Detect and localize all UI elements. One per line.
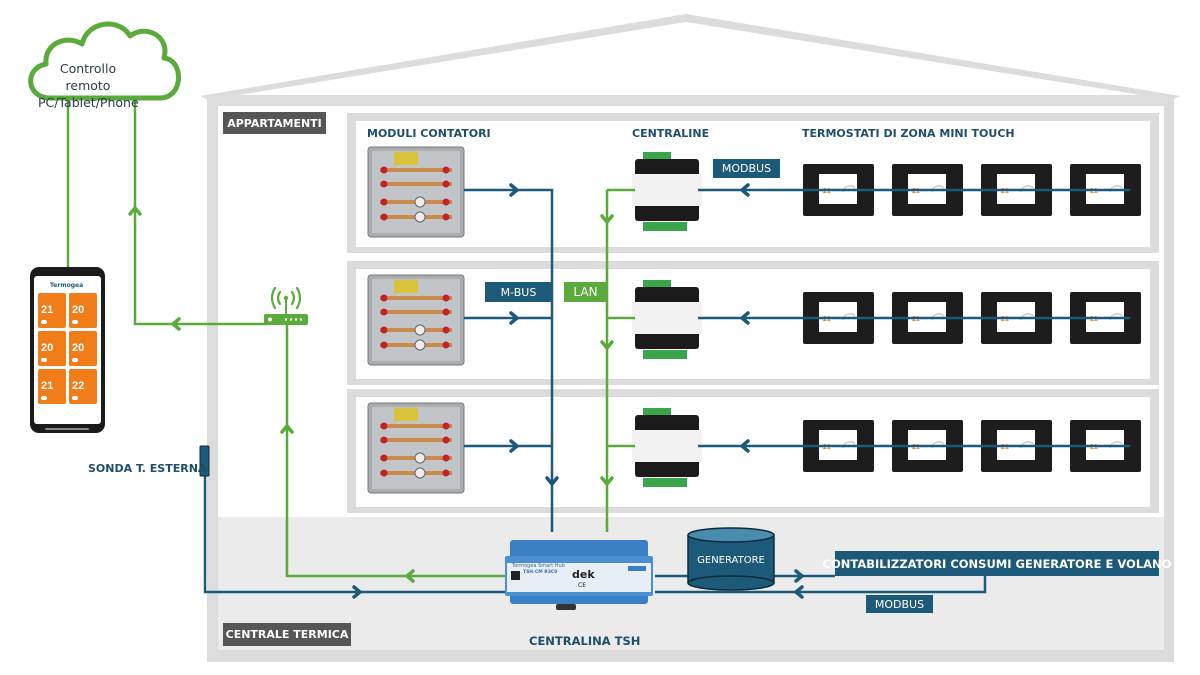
- phone-zone-tile[interactable]: 20: [69, 331, 97, 366]
- arrow-right-icon: [509, 311, 520, 325]
- arrow-down-icon: [600, 340, 614, 351]
- title-centraline: CENTRALINE: [632, 127, 710, 140]
- modbus-tag-top: MODBUS: [713, 159, 780, 178]
- thermostat-temp: 21: [1090, 316, 1098, 323]
- thermostat-temp: 21: [912, 316, 920, 323]
- phone-tile-temp: 21: [41, 304, 53, 316]
- generator-tank: [687, 527, 775, 591]
- thermostat-temp: 21: [823, 316, 831, 323]
- outdoor-sensor-icon: [199, 445, 210, 477]
- lan-tag: LAN: [564, 282, 607, 302]
- arrow-right-icon: [509, 439, 520, 453]
- thermostat-temp: 21: [1001, 316, 1009, 323]
- modbus-return-line: [655, 576, 987, 594]
- meter-module[interactable]: [367, 274, 465, 366]
- apartment-floor: 21 21 21 21: [347, 389, 1159, 513]
- brand-badge: [628, 566, 646, 571]
- arrow-left-icon: [739, 183, 750, 197]
- thermostat-temp: 21: [823, 188, 831, 195]
- phone-zone-tile[interactable]: 22: [69, 369, 97, 404]
- thermostat-temp: 21: [912, 188, 920, 195]
- hub-brand-text: Termogea Smart Hub: [512, 563, 565, 569]
- thermostat-temp: 21: [1090, 188, 1098, 195]
- phone-zone-tile[interactable]: 20: [69, 293, 97, 328]
- arrow-right-icon: [509, 183, 520, 197]
- phone-tile-temp: 20: [72, 304, 84, 316]
- arrow-right-icon: [794, 569, 805, 583]
- centralina-controller[interactable]: [632, 408, 702, 487]
- cloud-line-1: Controllo remoto: [59, 61, 117, 93]
- cloud-to-router-line: [133, 98, 268, 326]
- mbus-tag: M-BUS: [485, 282, 552, 302]
- thermostat-temp: 21: [1090, 444, 1098, 451]
- centralina-controller[interactable]: [632, 152, 702, 231]
- meter-module[interactable]: [367, 146, 465, 238]
- qr-code-icon: [511, 571, 520, 580]
- zone-tag-centrale-termica: CENTRALE TERMICA: [223, 623, 351, 646]
- arrow-left-icon: [739, 439, 750, 453]
- hub-logo: dek: [572, 568, 595, 581]
- arrow-left-icon: [170, 317, 181, 331]
- generatore-label: GENERATORE: [697, 554, 765, 566]
- smartphone[interactable]: 21 20 20 20 21 22: [30, 267, 105, 433]
- phone-tile-temp: 22: [72, 380, 84, 392]
- lan-arrows: [128, 205, 614, 583]
- title-moduli-contatori: MODULI CONTATORI: [367, 127, 491, 140]
- phone-app-tiles: 21 20 20 20 21 22: [38, 293, 97, 404]
- apartment-floor: 21 21 21 21: [347, 113, 1159, 253]
- lan-lines: [66, 98, 635, 578]
- ce-mark: CE: [578, 582, 586, 589]
- centralina-controller[interactable]: [632, 280, 702, 359]
- arrow-up-icon: [280, 423, 294, 434]
- arrow-down-icon: [545, 476, 559, 487]
- tsh-smart-hub[interactable]: [505, 540, 653, 610]
- thermostat-temp: 21: [912, 444, 920, 451]
- phone-zone-tile[interactable]: 20: [38, 331, 66, 366]
- arrow-down-icon: [600, 214, 614, 225]
- phone-tile-temp: 20: [72, 342, 84, 354]
- phone-zone-tile[interactable]: 21: [38, 369, 66, 404]
- phone-tile-temp: 20: [41, 342, 53, 354]
- thermostat-temp: 21: [823, 444, 831, 451]
- mbus-modbus-lines: [203, 188, 1130, 594]
- hub-model-text: TSH-CM R3C0: [523, 570, 558, 575]
- contabilizzatori-label: CONTABILIZZATORI CONSUMI GENERATORE E VO…: [823, 551, 1171, 576]
- arrow-left-icon: [404, 569, 415, 583]
- zone-tag-appartamenti: APPARTAMENTI: [223, 112, 326, 134]
- title-termostati: TERMOSTATI DI ZONA MINI TOUCH: [802, 127, 1015, 140]
- arrow-up-icon: [128, 205, 142, 216]
- mbus-trunk-line: [464, 188, 554, 532]
- cloud-icon: [28, 21, 181, 101]
- sonda-to-hub-line: [203, 476, 505, 594]
- cloud-line-2: PC/Tablet/Phone: [38, 95, 139, 110]
- thermostat-temp: 21: [1001, 188, 1009, 195]
- phone-zone-tile[interactable]: 21: [38, 293, 66, 328]
- remote-control-label: Controllo remoto PC/Tablet/Phone: [38, 60, 139, 111]
- phone-tile-temp: 21: [41, 380, 53, 392]
- wifi-router-icon[interactable]: [264, 286, 308, 325]
- meter-module[interactable]: [367, 402, 465, 494]
- arrow-down-icon: [600, 476, 614, 487]
- router-to-hub-line: [285, 318, 505, 578]
- thermostat-temp: 21: [1001, 444, 1009, 451]
- bus-arrows: [352, 183, 805, 599]
- phone-app-name: Termogea: [50, 282, 84, 289]
- arrow-right-icon: [352, 585, 363, 599]
- modbus-tag-bottom: MODBUS: [866, 595, 933, 613]
- apartment-floor: 21 21 21 21: [347, 261, 1159, 385]
- arrow-left-icon: [793, 585, 804, 599]
- hub-caption: CENTRALINA TSH: [529, 634, 641, 648]
- arrow-left-icon: [739, 311, 750, 325]
- sonda-label: SONDA T. ESTERNA: [88, 462, 207, 475]
